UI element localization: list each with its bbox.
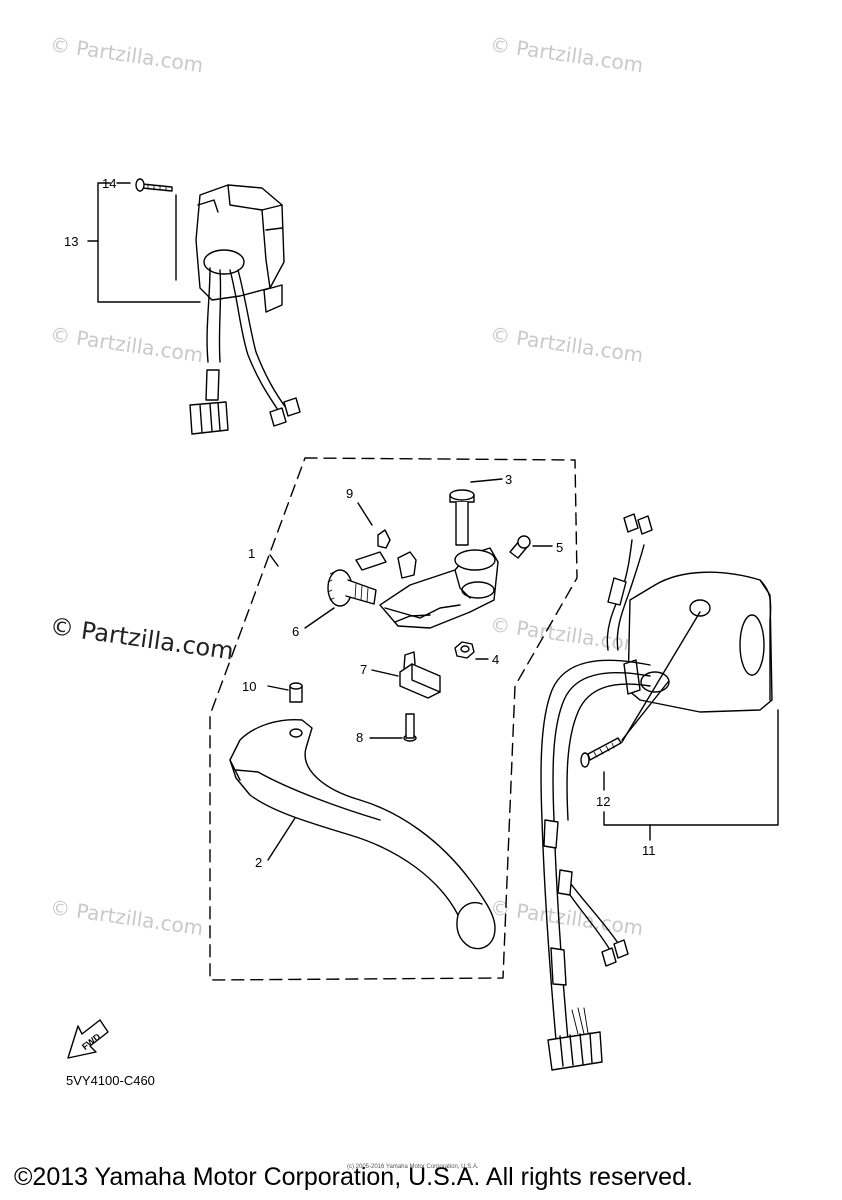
callout-5: 5 <box>556 540 563 555</box>
callout-9: 9 <box>346 486 353 501</box>
left-handlebar-switch <box>189 184 301 435</box>
callout-6: 6 <box>292 624 299 639</box>
callout-7: 7 <box>360 662 367 677</box>
screw-12 <box>580 611 701 768</box>
screw-5 <box>509 535 531 559</box>
callout-14: 14 <box>102 176 116 191</box>
callout-10: 10 <box>242 679 256 694</box>
reference-code: 5VY4100-C460 <box>66 1073 155 1088</box>
callout-4: 4 <box>492 652 499 667</box>
fwd-arrow-icon: FWD <box>67 1019 109 1059</box>
callout-8: 8 <box>356 730 363 745</box>
callout-13: 13 <box>64 234 78 249</box>
screw-14 <box>135 178 173 192</box>
callout-3: 3 <box>505 472 512 487</box>
callout-2: 2 <box>255 855 262 870</box>
switch-7 <box>399 651 441 699</box>
callout-1: 1 <box>248 546 255 561</box>
callout-11: 11 <box>642 843 656 858</box>
right-handlebar-switch <box>540 513 773 1071</box>
copyright-notice: ©2013 Yamaha Motor Corporation, U.S.A. A… <box>14 1163 693 1191</box>
clutch-kit-boundary <box>209 457 578 981</box>
adjuster-6 <box>327 569 377 607</box>
collar-10 <box>289 682 303 703</box>
lever-holder <box>379 547 499 629</box>
clutch-lever <box>229 718 496 950</box>
tiny-copyright: (c) 2005-2016 Yamaha Motor Corporation, … <box>347 1164 479 1170</box>
callout-12: 12 <box>596 794 610 809</box>
part-9 <box>355 529 417 579</box>
screw-8 <box>403 713 417 742</box>
bolt-3 <box>449 489 475 546</box>
nut-4 <box>454 641 475 659</box>
